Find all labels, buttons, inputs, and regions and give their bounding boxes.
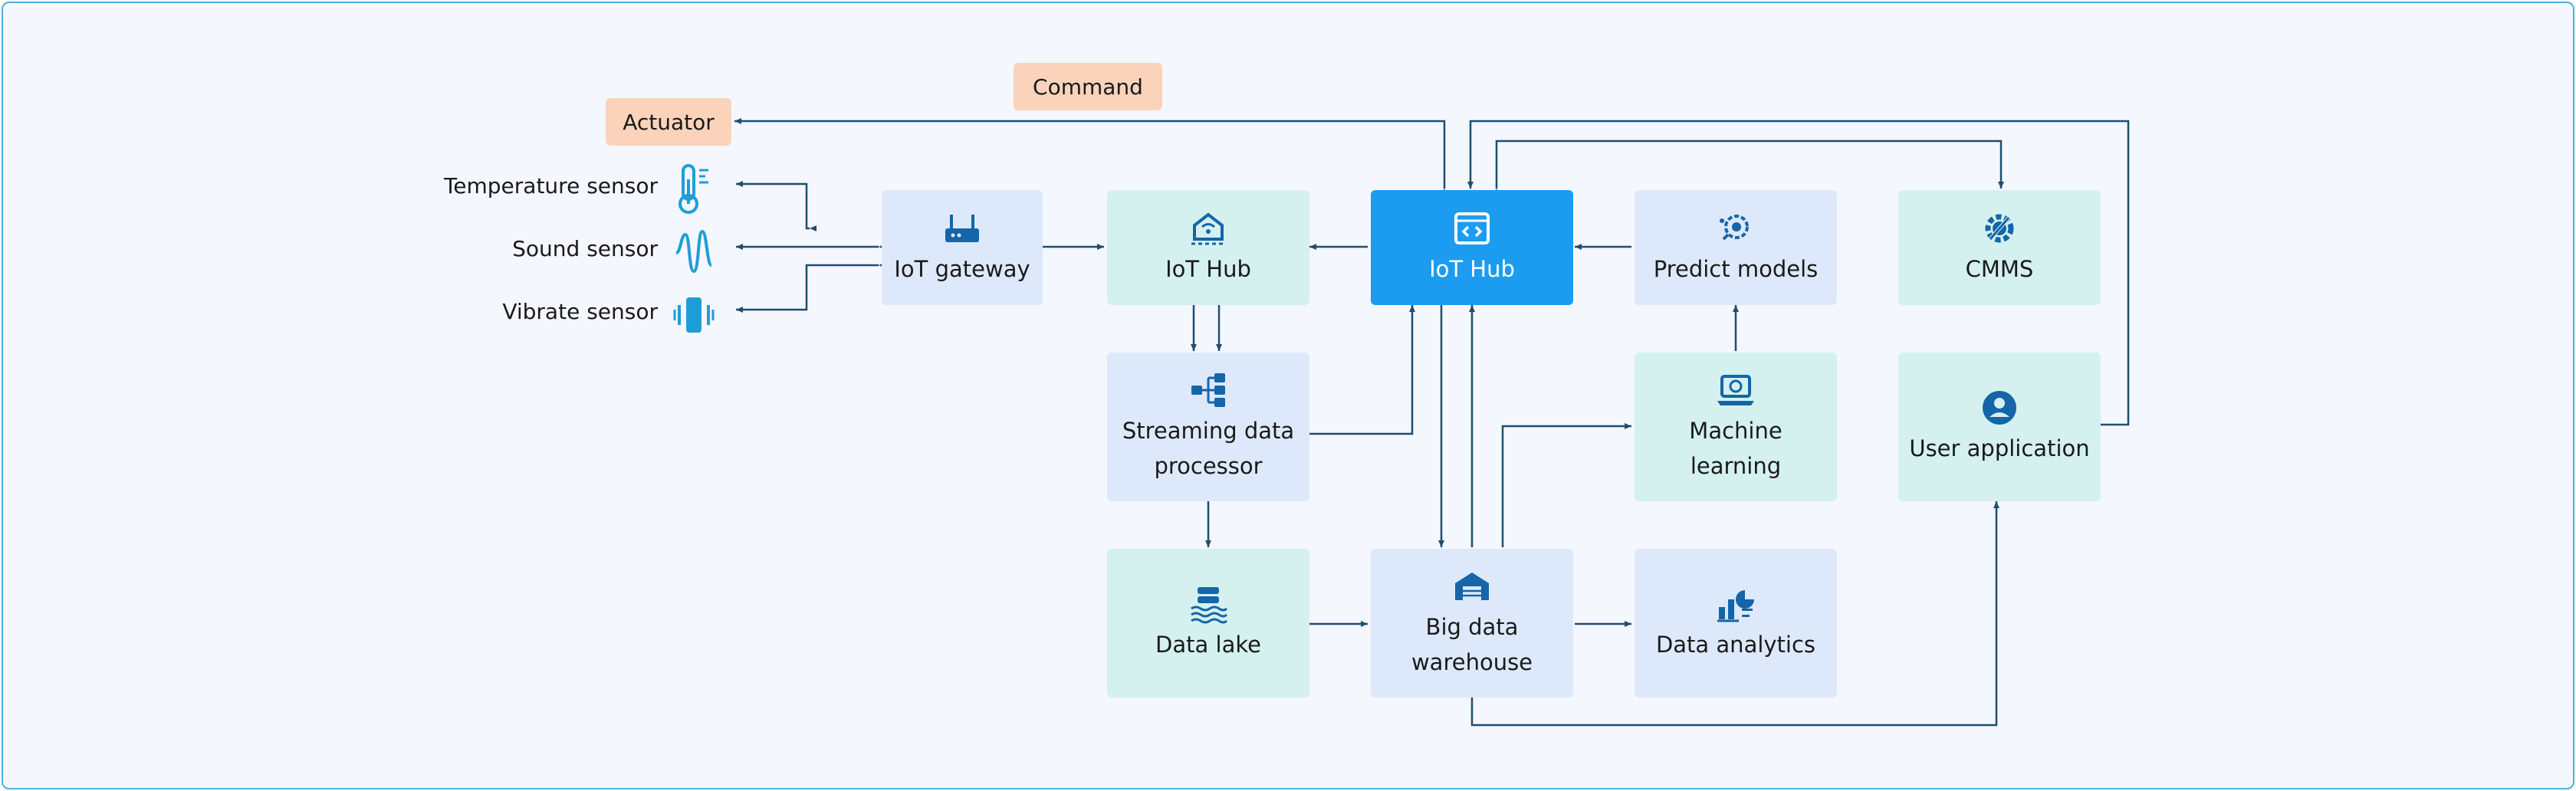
- data-lake-node: Data lake: [1107, 549, 1309, 697]
- cmms-label: CMMS: [1965, 256, 2034, 282]
- sound-sensor-label: Sound sensor: [512, 236, 658, 261]
- edge-vibrate-gateway: [736, 262, 886, 313]
- data-lake-label: Data lake: [1155, 632, 1261, 658]
- user-application-label: User application: [1909, 435, 2090, 461]
- iot-hub-edge-label: IoT Hub: [1165, 256, 1251, 282]
- machine-learning-label: Machine learning: [1689, 418, 1783, 479]
- iot-hub-cloud-node[interactable]: IoT Hub: [1371, 190, 1573, 305]
- cmms-node: CMMS: [1898, 190, 2101, 305]
- edge-streaming-cloudhub: [1309, 305, 1415, 435]
- big-data-warehouse-node: Big data warehouse: [1371, 549, 1573, 697]
- machine-learning-node: Machine learning: [1635, 353, 1837, 501]
- sound-wave-icon: [675, 229, 713, 274]
- gear-wrench-icon: [1985, 214, 2014, 243]
- code-window-icon: [1454, 212, 1490, 245]
- laptop-ai-icon: [1717, 375, 1754, 405]
- actuator-tag: Actuator: [606, 98, 731, 146]
- edge-warehouse-userapp: [1470, 501, 1999, 727]
- router-icon: [945, 215, 979, 242]
- user-application-node: User application: [1898, 353, 2101, 501]
- ai-brain-gear-icon: [1720, 215, 1749, 241]
- edge-warehouse-ml: [1501, 423, 1631, 547]
- warehouse-icon: [1455, 573, 1489, 600]
- streaming-data-processor-label: Streaming data processor: [1122, 418, 1295, 479]
- thermometer-icon: [678, 164, 708, 214]
- flow-tree-icon: [1191, 373, 1225, 407]
- edge-cloudhub-cmms: [1493, 139, 2004, 195]
- edge-command-actuator: [734, 118, 1447, 195]
- temperature-sensor-label: Temperature sensor: [443, 173, 658, 199]
- hub-icon: [1191, 212, 1225, 245]
- iot-hub-cloud-label: IoT Hub: [1429, 256, 1515, 282]
- data-analytics-label: Data analytics: [1655, 632, 1816, 658]
- vibrate-sensor-label: Vibrate sensor: [502, 299, 658, 324]
- data-analytics-node: Data analytics: [1635, 549, 1837, 697]
- big-data-warehouse-label: Big data warehouse: [1411, 614, 1533, 675]
- predict-models-label: Predict models: [1653, 256, 1819, 282]
- iot-gateway-label: IoT gateway: [894, 256, 1030, 282]
- command-label: Command: [1033, 74, 1143, 100]
- streaming-data-processor-node: Streaming data processor: [1107, 353, 1309, 501]
- vibration-icon: [673, 297, 715, 333]
- iot-hub-edge-node: IoT Hub: [1107, 190, 1309, 305]
- iot-gateway-node: IoT gateway: [882, 190, 1043, 305]
- user-icon: [1983, 391, 2016, 425]
- database-water-icon: [1191, 587, 1228, 624]
- bar-pie-chart-icon: [1717, 590, 1754, 622]
- command-tag: Command: [1014, 63, 1162, 110]
- connectors: [734, 118, 2130, 727]
- predict-models-node: Predict models: [1635, 190, 1837, 305]
- edge-temperature-gateway: [736, 181, 816, 231]
- edge-userapp-cloudhub: [1467, 120, 2130, 426]
- actuator-label: Actuator: [623, 109, 715, 135]
